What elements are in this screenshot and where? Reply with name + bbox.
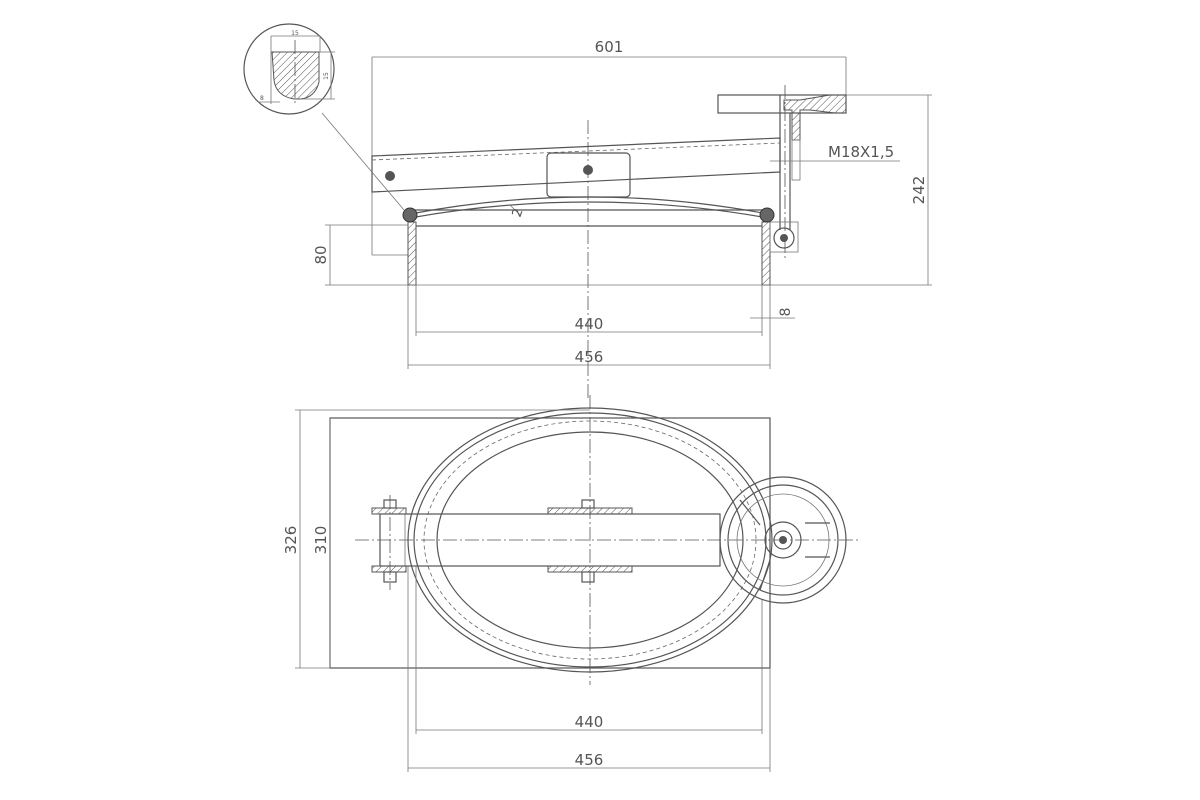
svg-text:456: 456 (575, 751, 604, 769)
svg-text:310: 310 (312, 526, 330, 555)
handwheel-hub-section (783, 94, 847, 141)
lid-dome (409, 196, 769, 215)
wall-thickness-label: 8 (778, 308, 794, 317)
body-wall-left (407, 221, 417, 286)
dimension-label: 601 (595, 38, 624, 56)
plan-view: 326 310 440 456 (282, 395, 860, 772)
bolt (385, 171, 395, 181)
svg-text:15: 15 (323, 72, 330, 80)
lid-arm (371, 137, 781, 193)
gasket-right (759, 207, 775, 223)
svg-text:440: 440 (575, 713, 604, 731)
svg-text:440: 440 (575, 315, 604, 333)
hinge-pin (773, 227, 795, 249)
dimension-80: 80 (312, 224, 408, 286)
svg-text:456: 456 (575, 348, 604, 366)
gasket-detail: 15 15 8 (243, 23, 335, 115)
dimension-601: 601 (371, 38, 847, 256)
dimension-242: 242 (770, 94, 932, 286)
thread-callout: M18X1,5 (828, 143, 894, 161)
svg-text:326: 326 (282, 526, 300, 555)
section-view: 601 M18X1,5 242 2 80 (312, 38, 932, 400)
dimension-label: 242 (910, 176, 928, 205)
body-wall-right (761, 221, 771, 286)
svg-text:80: 80 (312, 245, 330, 264)
bolt (371, 495, 407, 590)
gasket-left (402, 207, 418, 223)
svg-text:15: 15 (291, 30, 299, 37)
base-plate (329, 417, 771, 669)
lid-thickness-label: 2 (510, 206, 527, 219)
bolt (547, 499, 633, 583)
handwheel (719, 476, 847, 604)
svg-text:8: 8 (260, 95, 264, 102)
arm-block (546, 152, 631, 198)
